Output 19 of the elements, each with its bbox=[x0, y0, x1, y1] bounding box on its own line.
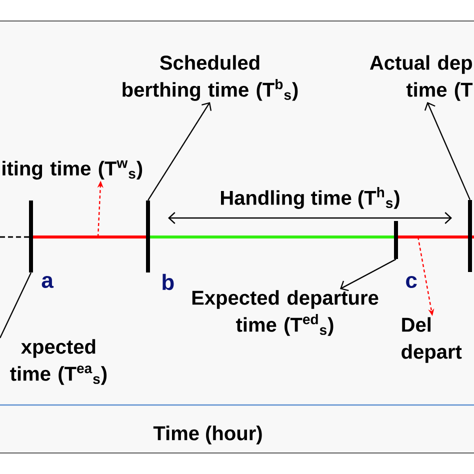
time-label: Expected departure time (T$^{ed}$$_{s}$) bbox=[192, 290, 378, 336]
tick-mark bbox=[394, 221, 398, 259]
time-label: iting time (T$^{w}$$_{s}$) bbox=[2, 160, 142, 180]
time-label: Del depart bbox=[402, 317, 462, 363]
time-label: xpected time (T$^{ea}$$_{s}$) bbox=[10, 339, 107, 385]
axis-title: Time (hour) bbox=[153, 426, 262, 444]
tick-mark bbox=[468, 200, 472, 272]
tick-mark bbox=[29, 200, 33, 272]
leader-line bbox=[0, 272, 32, 338]
point-letter: c bbox=[406, 276, 417, 288]
arrow bbox=[340, 258, 396, 292]
time-label: Actual dep time (T bbox=[370, 55, 473, 101]
dimension-label: Handling time (T$^{h}$$_{s}$) bbox=[221, 187, 400, 209]
arrow bbox=[424, 102, 471, 200]
time-label: Scheduled berthing time (T$^{b}$$_{s}$) bbox=[122, 55, 298, 101]
point-letter: a bbox=[42, 276, 54, 288]
arrow bbox=[148, 102, 212, 201]
tick-mark bbox=[146, 200, 150, 272]
point-letter: b bbox=[162, 274, 174, 290]
